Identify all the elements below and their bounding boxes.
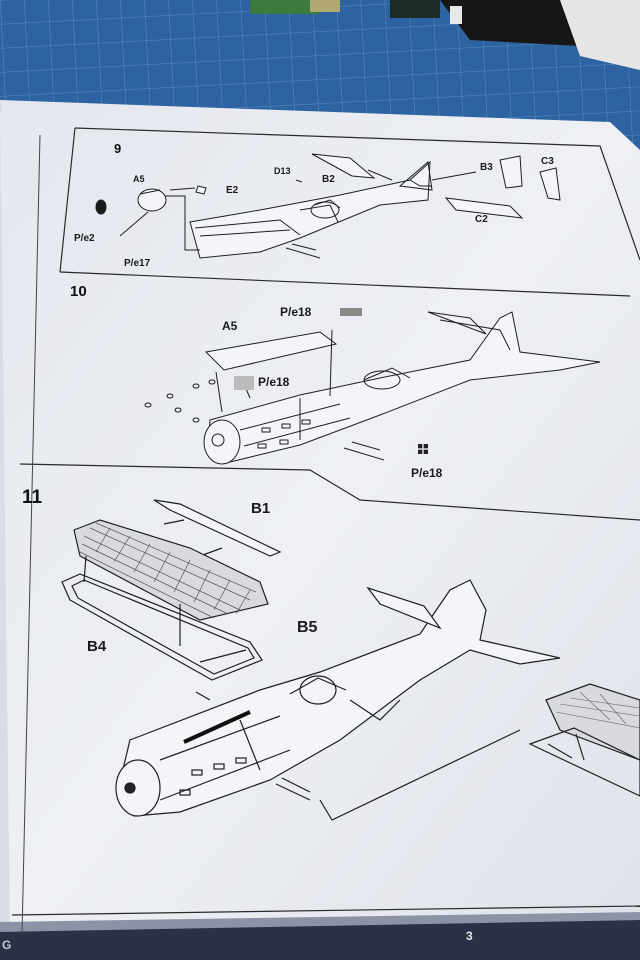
page-number: 3: [466, 929, 473, 943]
decal-swatch: [340, 308, 362, 316]
label-9-d13: D13: [274, 166, 291, 176]
label-11-b1: B1: [251, 500, 270, 517]
step-11-number: 11: [22, 487, 43, 508]
label-9-pe17: P/e17: [124, 258, 151, 269]
step-11-drawing: [61, 499, 640, 821]
page-letter: G: [2, 938, 11, 952]
step-9-number: 9: [114, 141, 121, 156]
decal-swatch: [234, 376, 254, 390]
label-9-b2: B2: [322, 174, 335, 185]
label-9-e2: E2: [226, 185, 239, 196]
label-10-pe18c: P/e18: [411, 466, 443, 480]
step-10-number: 10: [70, 283, 87, 300]
label-9-c2: C2: [475, 214, 488, 225]
label-9-pe2: P/e2: [74, 233, 95, 244]
label-11-b5: B5: [297, 619, 318, 636]
paint-bottles: [250, 0, 640, 70]
label-9-c3: C3: [541, 156, 554, 167]
label-9-a5: A5: [133, 174, 145, 184]
label-10-pe18b: P/e18: [258, 375, 290, 389]
step-10-drawing: [144, 311, 601, 465]
label-10-pe18a: P/e18: [280, 305, 312, 319]
label-10-a5: A5: [222, 319, 238, 333]
label-9-b3: B3: [480, 162, 493, 173]
label-11-b4: B4: [87, 638, 107, 655]
step-9-drawing: [95, 153, 561, 259]
